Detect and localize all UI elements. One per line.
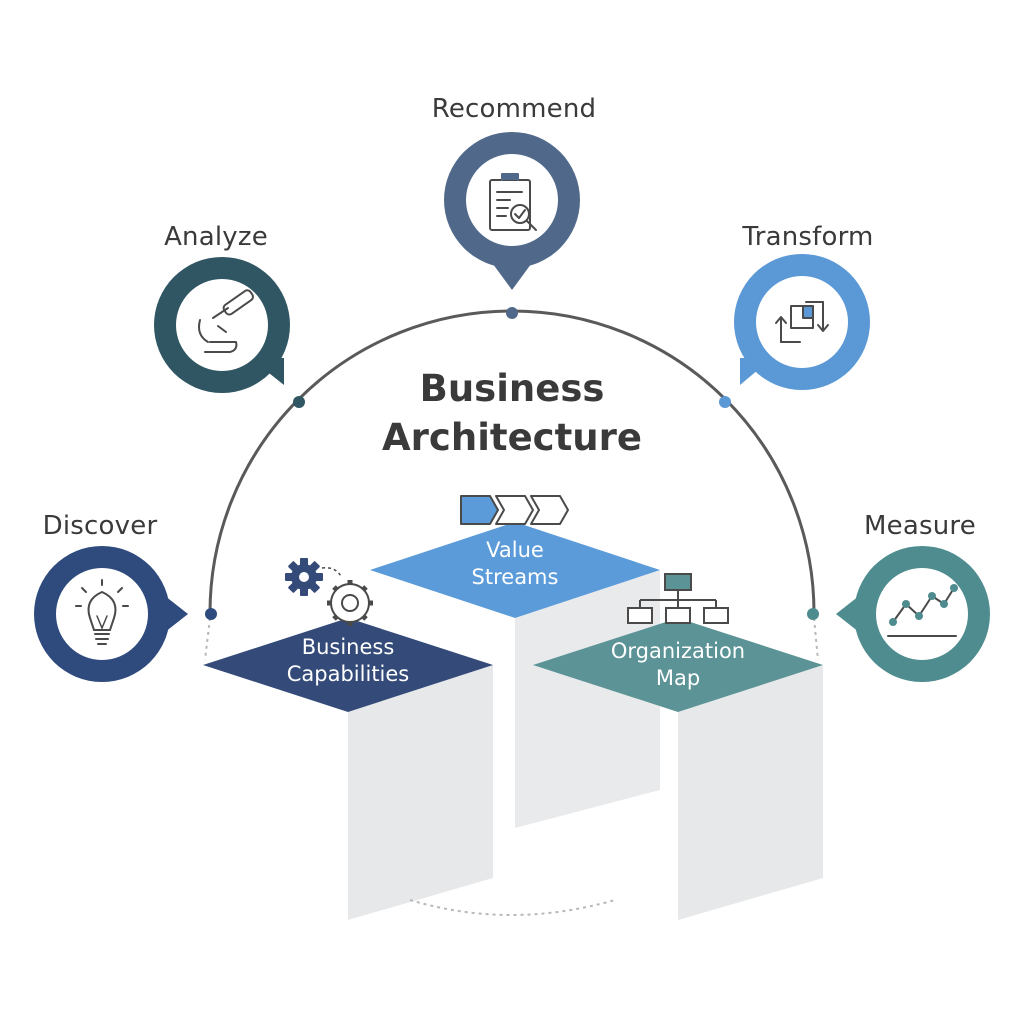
value-streams-top [370,522,660,618]
title-line-2: Architecture [382,416,642,459]
gears-icon [285,558,373,626]
chevrons-icon [460,495,569,525]
org-chart-icon [627,573,729,624]
arc-dot-discover [205,608,217,620]
clipboard-checklist-icon [489,173,537,231]
block-label-value-streams: Value Streams [472,537,559,591]
transform-arrows-icon [775,301,829,343]
business-capabilities-top [203,618,493,712]
lightbulb-icon [75,579,129,645]
arc-dot-measure [807,608,819,620]
arc-dot-recommend [506,307,518,319]
value-streams-pillar [515,570,660,828]
base-dashed-arc [409,899,616,916]
line-chart-icon [887,584,958,637]
arc-dashed-right [813,617,819,661]
block-label-business-capabilities: Business Capabilities [287,634,410,688]
business-capabilities-line1: Business [301,635,395,659]
business-capabilities-pillar [348,665,493,920]
arc-dot-transform [719,396,731,408]
step-label-transform: Transform [742,222,874,252]
arc-dot-analyze [293,396,305,408]
measure-badge [836,546,990,682]
step-label-analyze: Analyze [164,222,268,252]
microscope-icon [198,289,254,353]
organization-map-pillar [678,665,823,920]
block-pillars [348,570,823,920]
organization-map-line1: Organization [610,639,746,663]
block-label-organization-map: Organization Map [611,638,745,692]
value-streams-line2: Streams [471,565,559,589]
arc-dashed-left [204,617,211,661]
analyze-badge [154,257,290,393]
step-label-discover: Discover [42,511,158,541]
value-streams-line1: Value [486,538,544,562]
organization-map-top [533,618,823,712]
step-label-measure: Measure [864,511,976,541]
step-label-recommend: Recommend [431,94,597,124]
title-line-1: Business [419,367,605,410]
business-capabilities-line2: Capabilities [286,662,410,686]
organization-map-line2: Map [655,666,701,690]
